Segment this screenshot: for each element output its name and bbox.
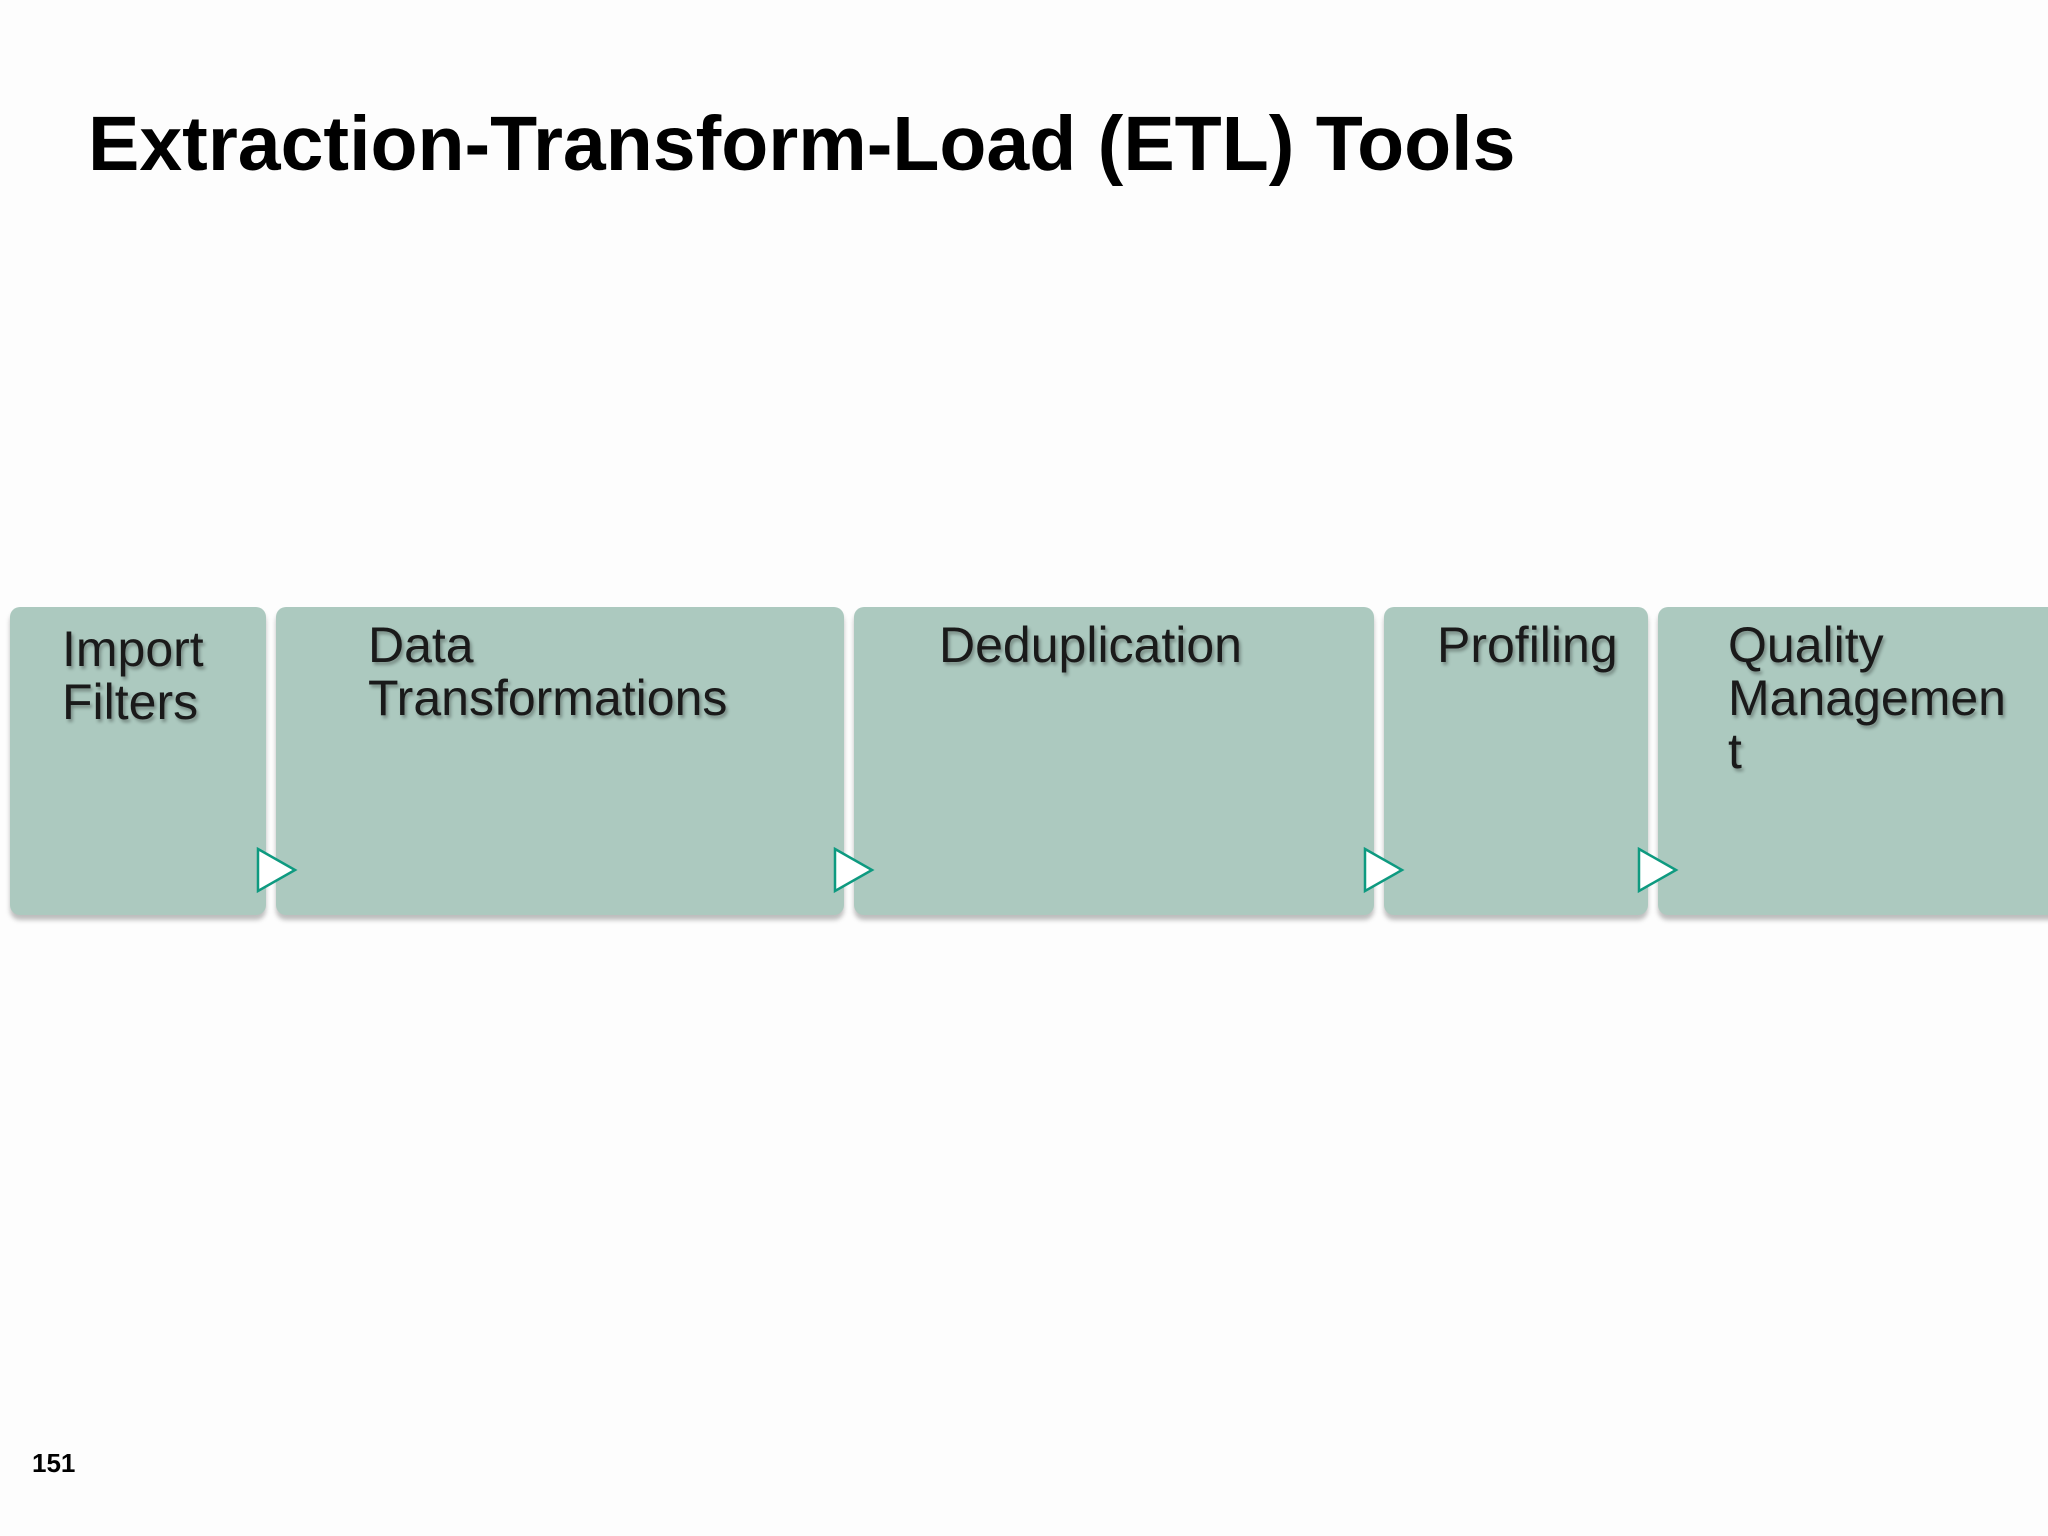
step-quality-management: Quality Managemen t [1658, 607, 2048, 915]
slide-title: Extraction-Transform-Load (ETL) Tools [88, 101, 1516, 187]
flow-arrow-icon [1363, 846, 1405, 894]
step-import-filters: Import Filters [10, 607, 266, 915]
page-number: 151 [32, 1448, 76, 1478]
step-label-deduplication: Deduplication [939, 617, 1242, 673]
step-label-profiling: Profiling [1437, 617, 1618, 673]
step-profiling: Profiling [1384, 607, 1648, 915]
step-label-import-filters: Import Filters [62, 621, 204, 730]
flow-arrow-icon [1637, 846, 1679, 894]
step-deduplication: Deduplication [854, 607, 1374, 915]
step-label-data-transformations: Data Transformations [368, 617, 728, 726]
step-label-quality-management: Quality Managemen t [1728, 617, 2006, 779]
flow-arrow-icon [256, 846, 298, 894]
flow-arrow-icon [833, 846, 875, 894]
etl-process-flow: Import Filters Data Transformations Dedu… [0, 607, 2048, 917]
step-data-transformations: Data Transformations [276, 607, 844, 915]
